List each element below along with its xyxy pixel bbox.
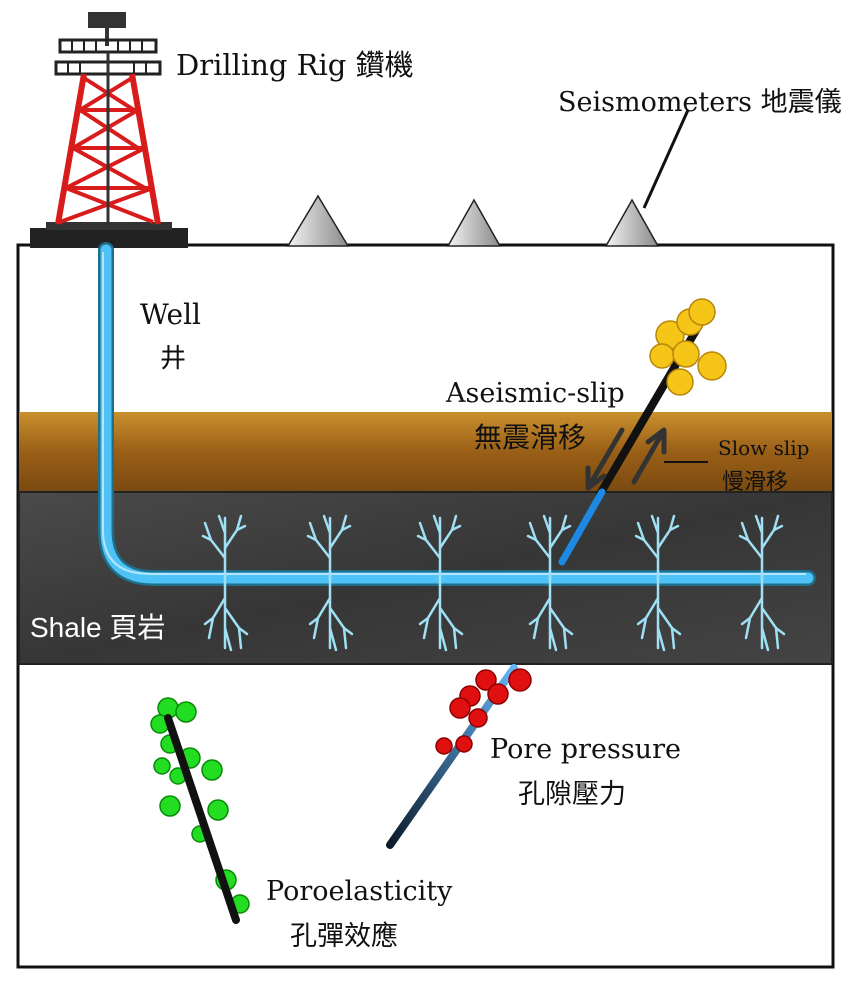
slow-slip-label-zh: 慢滑移 [722,470,789,495]
poroelasticity-fault-line [164,714,240,924]
event-dot [201,759,223,781]
event-dot [175,701,197,723]
drilling-rig-label: Drilling Rig 鑽機 [176,48,414,82]
slip-arrow-icons [585,427,667,491]
slip-arrow-up-icon [631,427,667,485]
event-dot [672,340,700,368]
event-dot [449,697,471,719]
event-dot [468,708,488,728]
aseismic-event-cluster [649,298,727,396]
fracture-icon [201,514,249,652]
slip-arrow-down-icon [585,427,625,491]
fracture-icon [306,514,354,652]
well-label-zh: 井 [160,344,187,374]
fracture-network [201,514,786,652]
slow-slip-label: Slow slip [718,436,810,460]
drilling-rig-icon [30,12,188,248]
seismometers-label: Seismometers 地震儀 [558,87,842,118]
sandstone-layer [19,412,832,492]
fracture-icon [738,514,786,652]
fracture-icon [526,514,574,652]
pore-pressure-label: Pore pressure [490,734,681,765]
seismometer-pointer-line [642,109,690,209]
seismometer-icon [604,198,660,247]
seismometer-icon [446,198,502,247]
aseismic-slip-label: Aseismic-slip [446,378,625,409]
event-dot [435,737,453,755]
seismometer-icons [286,194,660,247]
event-dot [455,735,473,753]
fracture-icon [416,514,464,652]
shale-label: Shale 頁岩 [30,612,166,643]
poroelasticity-label: Poroelasticity [266,876,453,907]
well-label: Well [140,298,201,331]
event-dot [207,799,229,821]
event-dot [159,795,181,817]
seismometer-icon [286,194,350,247]
event-dot [666,368,694,396]
event-dot [153,757,171,775]
event-dot [475,669,497,691]
pore-pressure-event-cluster [435,668,532,755]
aseismic-fault-line [596,306,712,498]
poroelasticity-label-zh: 孔彈效應 [290,921,398,952]
event-dot [508,668,532,692]
pore-pressure-label-zh: 孔隙壓力 [518,779,626,810]
aseismic-slip-label-zh: 無震滑移 [474,421,587,454]
event-dot [688,298,716,326]
fracture-icon [634,514,682,652]
event-dot [697,351,727,381]
aseismic-fault-blue-segment [558,488,606,566]
event-dot [487,683,509,705]
event-dot [649,343,675,369]
